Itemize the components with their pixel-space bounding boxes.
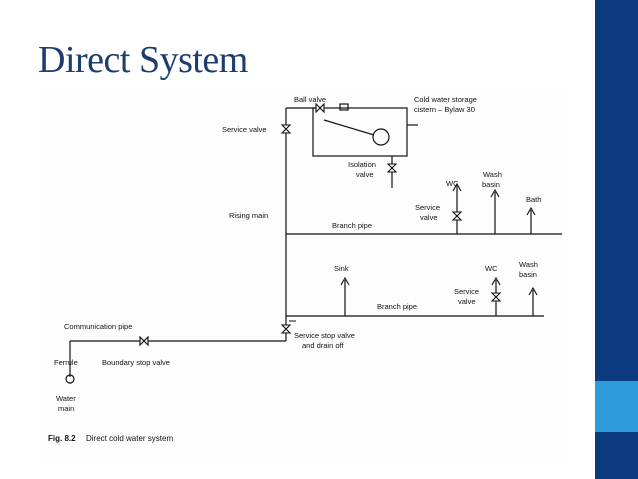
- label-wc-upper: WC: [446, 179, 459, 188]
- wash-basin-lower-outlet-arrow: [528, 286, 538, 296]
- label-wash-basin-lower-2: basin: [519, 270, 537, 279]
- label-rising-main: Rising main: [229, 211, 268, 220]
- label-ball-valve: Ball valve: [294, 95, 326, 104]
- label-bath: Bath: [526, 195, 541, 204]
- label-wash-basin-lower-1: Wash: [519, 260, 538, 269]
- label-sink: Sink: [334, 264, 349, 273]
- bath-outlet-arrow: [526, 206, 536, 216]
- diagram-figure: Ball valve Cold water storage cistern – …: [40, 88, 568, 464]
- float-arm: [323, 119, 375, 136]
- caption-text: Direct cold water system: [86, 434, 173, 443]
- label-communication-pipe: Communication pipe: [64, 322, 132, 331]
- wc-lower-outlet-arrow: [491, 276, 501, 286]
- label-cistern-1: Cold water storage: [414, 95, 477, 104]
- slide-sidebar: [595, 0, 638, 479]
- label-branch-pipe-lower: Branch pipe: [377, 302, 417, 311]
- isolation-valve-icon: [386, 163, 398, 173]
- label-branch-pipe-upper: Branch pipe: [332, 221, 372, 230]
- label-service-stop-1: Service stop valve: [294, 331, 355, 340]
- service-stop-valve-icon: [280, 324, 292, 334]
- service-valve-lower-icon: [490, 292, 502, 302]
- service-valve-upper-icon: [451, 211, 463, 221]
- wc-upper-outlet-arrow: [452, 182, 462, 192]
- boundary-stop-valve-icon: [139, 335, 149, 347]
- label-wash-basin-upper-1: Wash: [483, 170, 502, 179]
- label-service-valve-top: Service valve: [222, 125, 267, 134]
- label-boundary-stop-valve: Boundary stop valve: [102, 358, 170, 367]
- label-isolation-2: valve: [356, 170, 374, 179]
- label-water-main-2: main: [58, 404, 74, 413]
- label-ferrule: Ferrule: [54, 358, 78, 367]
- label-cistern-2: cistern – Bylaw 30: [414, 105, 475, 114]
- label-water-main-1: Water: [56, 394, 76, 403]
- label-service-valve-upper-2: valve: [420, 213, 438, 222]
- caption-figure-number: Fig. 8.2: [48, 434, 76, 443]
- label-service-stop-2: and drain off: [302, 341, 344, 350]
- service-valve-top-icon: [280, 124, 292, 134]
- ball-float: [372, 128, 390, 146]
- wash-basin-upper-outlet-arrow: [490, 188, 500, 198]
- label-wash-basin-upper-2: basin: [482, 180, 500, 189]
- ball-valve-icon: [315, 102, 325, 114]
- sink-outlet-arrow: [340, 276, 350, 286]
- label-service-valve-upper-1: Service: [415, 203, 440, 212]
- label-service-valve-lower-1: Service: [454, 287, 479, 296]
- slide-title: Direct System: [38, 39, 248, 81]
- cold-water-system-diagram: Ball valve Cold water storage cistern – …: [48, 95, 562, 443]
- ball-valve-body: [339, 103, 349, 111]
- label-wc-lower: WC: [485, 264, 498, 273]
- water-main-symbol: [65, 374, 75, 384]
- label-isolation-1: Isolation: [348, 160, 376, 169]
- sidebar-accent-strip: [595, 381, 638, 432]
- cold-water-cistern: [312, 107, 408, 157]
- label-service-valve-lower-2: valve: [458, 297, 476, 306]
